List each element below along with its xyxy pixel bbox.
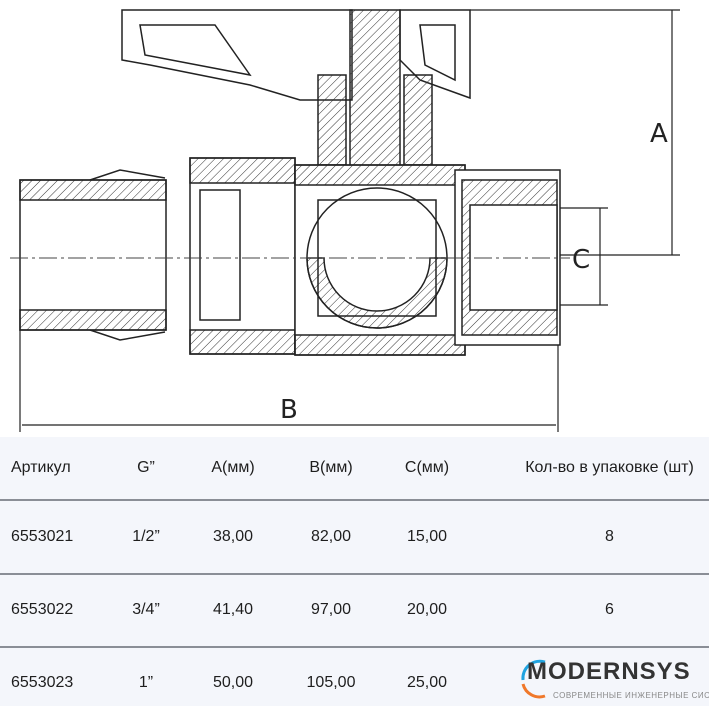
cell-b: 105,00 — [306, 674, 356, 691]
left-pipe-wall-bottom — [19, 309, 167, 331]
union-nut-wall-bottom — [189, 329, 296, 355]
union-nut — [189, 157, 296, 355]
header-a: A(мм) — [211, 459, 255, 476]
header-c: C(мм) — [404, 459, 450, 476]
valve-body-wall-top — [294, 164, 466, 186]
table-header-row: Артикул G” A(мм) B(мм) C(мм) Кол-во в уп… — [0, 437, 709, 501]
cell-b: 97,00 — [310, 601, 352, 618]
header-qty: Кол-во в упаковке (шт) — [525, 459, 694, 476]
cell-article: 6553021 — [11, 528, 74, 545]
specs-table: Артикул G” A(мм) B(мм) C(мм) Кол-во в уп… — [0, 437, 709, 706]
cell-c: 25,00 — [406, 674, 448, 691]
table-row: 6553022 3/4” 41,40 97,00 20,00 6 — [0, 574, 709, 648]
stem-gland-right — [403, 74, 433, 166]
logo-wordmark: MODERNSYS — [527, 658, 691, 685]
cell-c: 20,00 — [406, 601, 448, 618]
modernsys-logo: MODERNSYS СОВРЕМЕННЫЕ ИНЖЕНЕРНЫЕ СИСТЕМЫ — [509, 656, 709, 706]
logo-ring-icon — [521, 659, 546, 699]
dimension-a-label: A — [650, 119, 668, 149]
table-row: 6553023 1” 50,00 105,00 25,00 — [0, 647, 709, 706]
union-nut-wall-top — [189, 157, 296, 184]
handle-left-recess — [139, 24, 252, 77]
header-g: G” — [137, 459, 155, 476]
cell-g: 1” — [138, 674, 154, 691]
header-b: B(мм) — [309, 459, 353, 476]
cell-qty: 8 — [605, 528, 614, 545]
cell-a: 50,00 — [212, 674, 254, 691]
handle-right-recess — [419, 24, 456, 82]
left-pipe — [19, 179, 167, 331]
cell-c: 15,00 — [406, 528, 448, 545]
fitting-insert — [199, 189, 241, 321]
cell-g: 3/4” — [132, 601, 160, 618]
stem-gland-left — [317, 74, 347, 166]
logo-tagline: СОВРЕМЕННЫЕ ИНЖЕНЕРНЫЕ СИСТЕМЫ — [553, 691, 709, 700]
left-pipe-wall-top — [19, 179, 167, 201]
cell-a: 38,00 — [212, 528, 254, 545]
table-row: 6553021 1/2” 38,00 82,00 15,00 8 — [0, 501, 709, 575]
cell-qty: 6 — [605, 601, 614, 618]
cell-article: 6553022 — [11, 601, 74, 618]
header-article: Артикул — [11, 459, 71, 476]
compression-ring — [89, 169, 166, 341]
cell-b: 82,00 — [310, 528, 352, 545]
dimension-b-label: B — [280, 395, 298, 425]
valve-body-wall-bottom — [294, 334, 466, 356]
cell-g: 1/2” — [132, 528, 160, 545]
cell-a: 41,40 — [212, 601, 254, 618]
dimension-lines — [19, 9, 680, 432]
dimension-c-label: C — [572, 245, 590, 275]
valve-technical-drawing: A C B — [10, 9, 680, 432]
cell-article: 6553023 — [11, 674, 74, 691]
